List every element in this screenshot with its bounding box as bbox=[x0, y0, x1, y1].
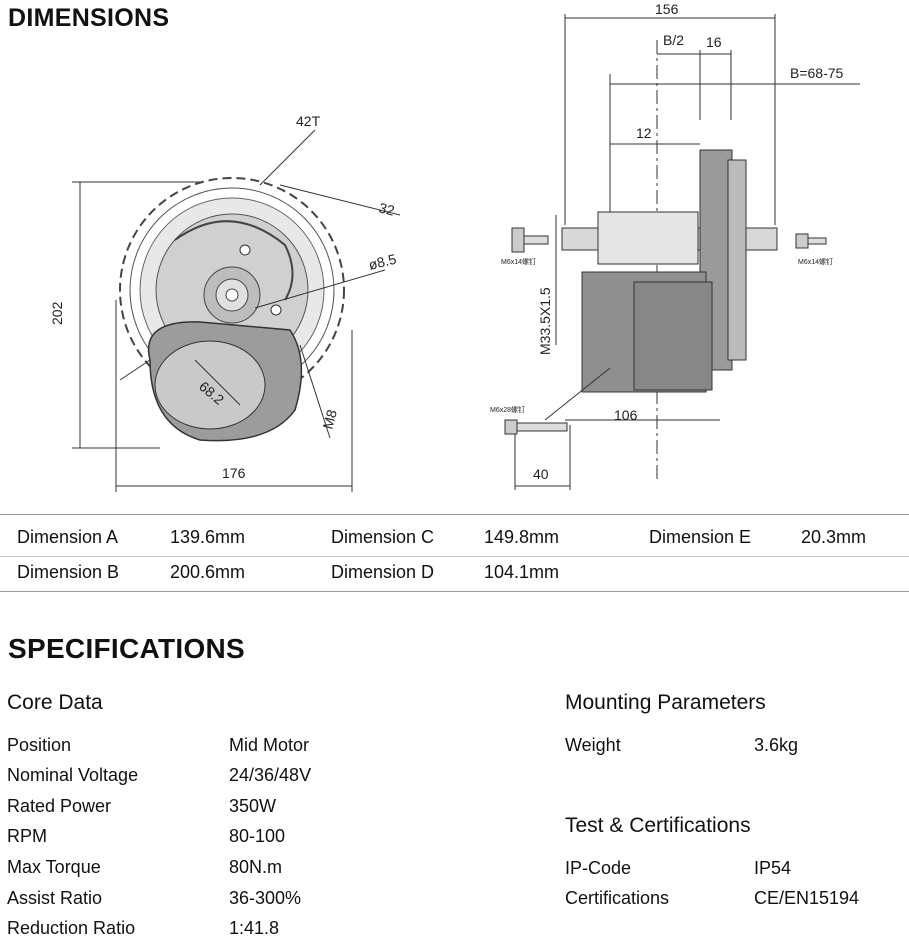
label-12: 12 bbox=[636, 125, 652, 141]
spec-value: 3.6kg bbox=[754, 735, 799, 755]
spec-value: Mid Motor bbox=[229, 735, 310, 755]
dim-e-value: 20.3mm bbox=[801, 527, 867, 547]
spec-label: Position bbox=[7, 735, 72, 755]
dim-b-value: 200.6mm bbox=[170, 562, 246, 582]
dim-a-value: 139.6mm bbox=[170, 527, 246, 547]
spec-label: RPM bbox=[7, 826, 47, 846]
technical-drawing: 42T 32 ø8.5 202 68.2 M8 176 bbox=[49, 1, 860, 492]
side-view bbox=[504, 14, 860, 490]
label-8-5: ø8.5 bbox=[367, 251, 398, 273]
spec-value: 24/36/48V bbox=[229, 765, 312, 785]
label-156: 156 bbox=[655, 1, 679, 17]
label-16: 16 bbox=[706, 34, 722, 50]
label-b-range: B=68-75 bbox=[790, 65, 844, 81]
spec-value: CE/EN15194 bbox=[754, 888, 860, 908]
label-m8: M8 bbox=[319, 408, 340, 431]
spec-label: Rated Power bbox=[7, 796, 112, 816]
label-b-half: B/2 bbox=[663, 32, 684, 48]
label-40: 40 bbox=[533, 466, 549, 482]
label-thread: M33.5X1.5 bbox=[537, 287, 553, 355]
dimensions-title: DIMENSIONS bbox=[8, 4, 170, 32]
label-202: 202 bbox=[49, 301, 65, 325]
spec-label: Assist Ratio bbox=[7, 888, 103, 908]
spec-value: IP54 bbox=[754, 858, 792, 878]
dim-e-label: Dimension E bbox=[649, 527, 752, 547]
dim-d-label: Dimension D bbox=[331, 562, 435, 582]
dim-b-label: Dimension B bbox=[17, 562, 120, 582]
spec-label: IP-Code bbox=[565, 858, 632, 878]
dim-c-label: Dimension C bbox=[331, 527, 435, 547]
label-teeth: 42T bbox=[296, 113, 321, 129]
front-view bbox=[72, 129, 401, 492]
spec-value: 350W bbox=[229, 796, 277, 816]
spec-label: Certifications bbox=[565, 888, 670, 908]
spec-value: 36-300% bbox=[229, 888, 302, 908]
table-top-rule bbox=[0, 514, 909, 515]
spec-label: Weight bbox=[565, 735, 621, 755]
label-bolt-left: M6x14螺钉 bbox=[501, 257, 536, 266]
label-bolt-bottom: M6x28螺钉 bbox=[490, 405, 525, 414]
mounting-heading: Mounting Parameters bbox=[565, 691, 766, 714]
label-106: 106 bbox=[614, 407, 638, 423]
label-bolt-right: M6x14螺钉 bbox=[798, 257, 833, 266]
test-certifications-heading: Test & Certifications bbox=[565, 814, 751, 837]
table-bottom-rule bbox=[0, 591, 909, 592]
label-32: 32 bbox=[377, 199, 396, 218]
core-data-heading: Core Data bbox=[7, 691, 103, 714]
table-middle-rule bbox=[0, 556, 909, 557]
spec-label: Reduction Ratio bbox=[7, 918, 136, 938]
label-176: 176 bbox=[222, 465, 246, 481]
spec-value: 80N.m bbox=[229, 857, 283, 877]
dim-d-value: 104.1mm bbox=[484, 562, 560, 582]
spec-value: 1:41.8 bbox=[229, 918, 280, 938]
spec-label: Max Torque bbox=[7, 857, 101, 877]
spec-label: Nominal Voltage bbox=[7, 765, 139, 785]
dim-a-label: Dimension A bbox=[17, 527, 119, 547]
dim-c-value: 149.8mm bbox=[484, 527, 560, 547]
spec-value: 80-100 bbox=[229, 826, 286, 846]
specifications-title: SPECIFICATIONS bbox=[8, 633, 246, 664]
